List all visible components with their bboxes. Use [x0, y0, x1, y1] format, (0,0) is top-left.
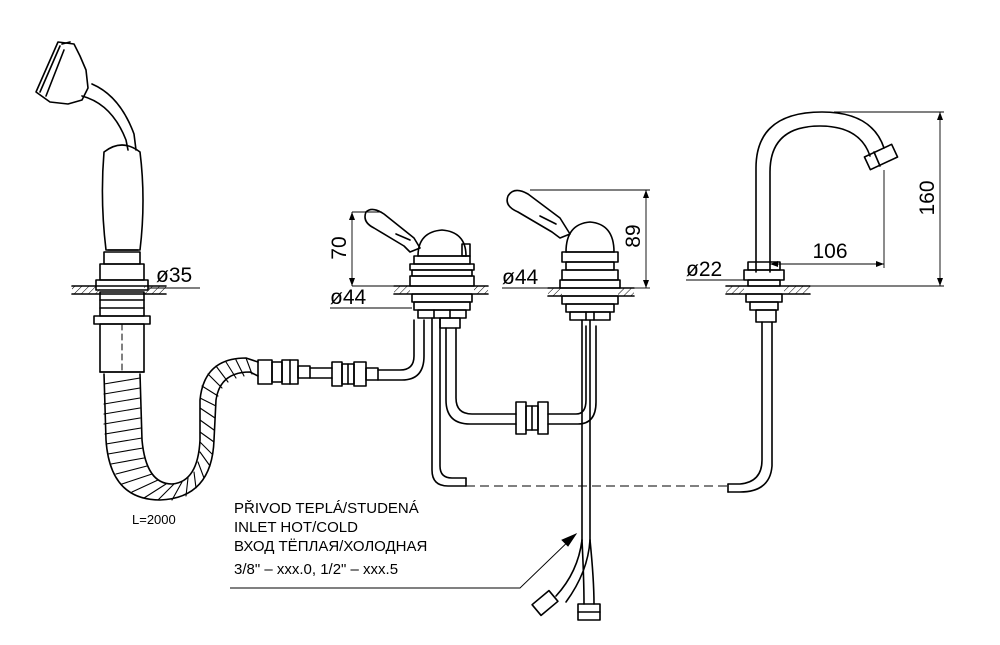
- note-leader: [230, 532, 578, 589]
- note-line-2: INLET HOT/COLD: [234, 519, 358, 536]
- crossover-tube: [445, 325, 597, 435]
- dim-line-160: [810, 111, 944, 287]
- dim-label-reach: 106: [812, 240, 847, 263]
- deck-plate-shower: [71, 285, 167, 295]
- diverter-pipe: [377, 319, 425, 381]
- hot-valve: [364, 208, 475, 329]
- connector-pipe: [309, 367, 333, 379]
- dim-label-height-left: 70: [328, 236, 351, 259]
- spout: [727, 111, 899, 493]
- hose-coupling-left: [257, 359, 311, 385]
- hose-coupling-right: [331, 361, 379, 387]
- hand-shower: [35, 41, 151, 373]
- hose-length-label: L=2000: [132, 512, 176, 527]
- dim-label-cold-diameter: ø44: [502, 266, 539, 289]
- deck-plate-hot: [393, 285, 489, 295]
- note-line-3: ВХОД ТЁПЛАЯ/ХОЛОДНАЯ: [234, 538, 427, 555]
- dim-line-106: [770, 170, 885, 268]
- deck-plate-spout: [725, 285, 811, 295]
- hot-supply-tube: [431, 317, 467, 487]
- dim-label-hot-diameter: ø44: [330, 286, 367, 309]
- note-line-1: PŘIVOD TEPLÁ/STUDENÁ: [234, 500, 419, 517]
- cold-supply-tube: [531, 319, 601, 621]
- dim-line-70: [351, 211, 394, 287]
- dim-line-89: [530, 189, 650, 289]
- deck-plate-cold: [547, 287, 635, 297]
- cold-valve: [506, 189, 621, 321]
- dim-label-height-right: 89: [622, 224, 645, 247]
- dim-label-shower-diameter: ø35: [156, 264, 192, 287]
- note-line-4: 3/8" – xxx.0, 1/2" – xxx.5: [234, 561, 398, 578]
- dim-label-spout-height: 160: [916, 180, 939, 215]
- dim-label-spout-diameter: ø22: [686, 258, 722, 281]
- shower-hose: [103, 357, 259, 501]
